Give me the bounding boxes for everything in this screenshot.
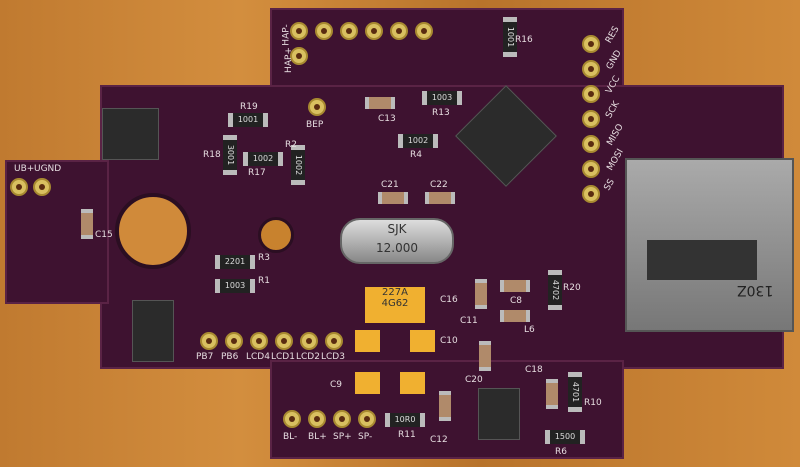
pcb-board-top [270,8,624,92]
ref-label: C13 [378,114,396,124]
header-pin [365,22,383,40]
ref-label: C18 [525,365,543,375]
label: BEP [306,120,324,130]
label: UGND [34,164,62,174]
resistor: 1001 [228,113,268,127]
ref-label: C12 [430,435,448,445]
capacitor [425,192,455,204]
ref-label: C11 [460,316,478,326]
label: SP- [358,432,373,442]
mounting-hole [258,217,294,253]
crystal-brand: SJK [387,222,407,236]
capacitor [500,310,530,322]
regulator-2 [132,300,174,362]
crystal-freq: 12.000 [376,241,418,255]
label: LCD3 [321,352,345,362]
resistor: 4702 [548,270,562,310]
ref-label: R10 [584,398,602,408]
label: HAP+ [283,47,294,73]
resistor: 3001 [223,135,237,175]
ref-label: C16 [440,295,458,305]
ref-label: R11 [398,430,416,440]
capacitor [479,341,491,371]
ref-label: R3 [258,253,270,263]
ref-label: R13 [432,108,450,118]
ref-label: C10 [440,336,458,346]
tantalum-cap: 227A 4G62 [365,287,425,323]
header-pin [290,47,308,65]
voltage-regulator [102,108,159,160]
resistor: 1003 [422,91,462,105]
ref-label: R20 [563,283,581,293]
resistor: 1500 [545,430,585,444]
resistor: 10R0 [385,413,425,427]
resistor: 4701 [568,372,582,412]
header-pin [415,22,433,40]
label: BL+ [308,432,327,442]
label: LCD2 [296,352,320,362]
bep-pin [308,98,326,116]
ref-label: R19 [240,102,258,112]
label: SP+ [333,432,352,442]
header-pin [290,22,308,40]
label: LCD1 [271,352,295,362]
ref-label: R4 [410,150,422,160]
ref-label: R16 [515,35,533,45]
ref-label: R2 [285,140,297,150]
ref-label: C22 [430,180,448,190]
ref-label: R6 [555,447,567,457]
resistor: 1002 [243,152,283,166]
power-pin [10,178,28,196]
header-pin [315,22,333,40]
capacitor [365,97,395,109]
ref-label: C8 [510,296,523,306]
ref-label: C21 [381,180,399,190]
label: PB7 [196,352,214,362]
resistor: 1002 [398,134,438,148]
capacitor [378,192,408,204]
capacitor [475,279,487,309]
label: UB+ [14,164,35,174]
tantalum-code: 4G62 [381,298,409,309]
amplifier-chip [478,388,520,440]
ref-label: R18 [203,150,221,160]
label: HAP- [281,24,292,46]
ref-label: C15 [95,230,113,240]
ref-label: R17 [248,168,266,178]
resistor: 1003 [215,279,255,293]
power-pin [33,178,51,196]
resistor: 2201 [215,255,255,269]
label: LCD4 [246,352,270,362]
ref-label: C20 [465,375,483,385]
capacitor [546,379,558,409]
resistor: 1002 [291,145,305,185]
sd-card-marking: 130Z [737,282,774,298]
capacitor [500,280,530,292]
capacitor [81,209,93,239]
tantalum-value: 227A [382,287,408,298]
header-pin [340,22,358,40]
sd-card-slot: 130Z [625,158,794,332]
capacitor [439,391,451,421]
header-pin [390,22,408,40]
ref-label: L6 [524,325,535,335]
label: PB6 [221,352,239,362]
mounting-hole [115,193,191,269]
ref-label: C9 [330,380,343,390]
crystal: SJK 12.000 [340,218,454,264]
ref-label: R1 [258,276,270,286]
label: BL- [283,432,298,442]
